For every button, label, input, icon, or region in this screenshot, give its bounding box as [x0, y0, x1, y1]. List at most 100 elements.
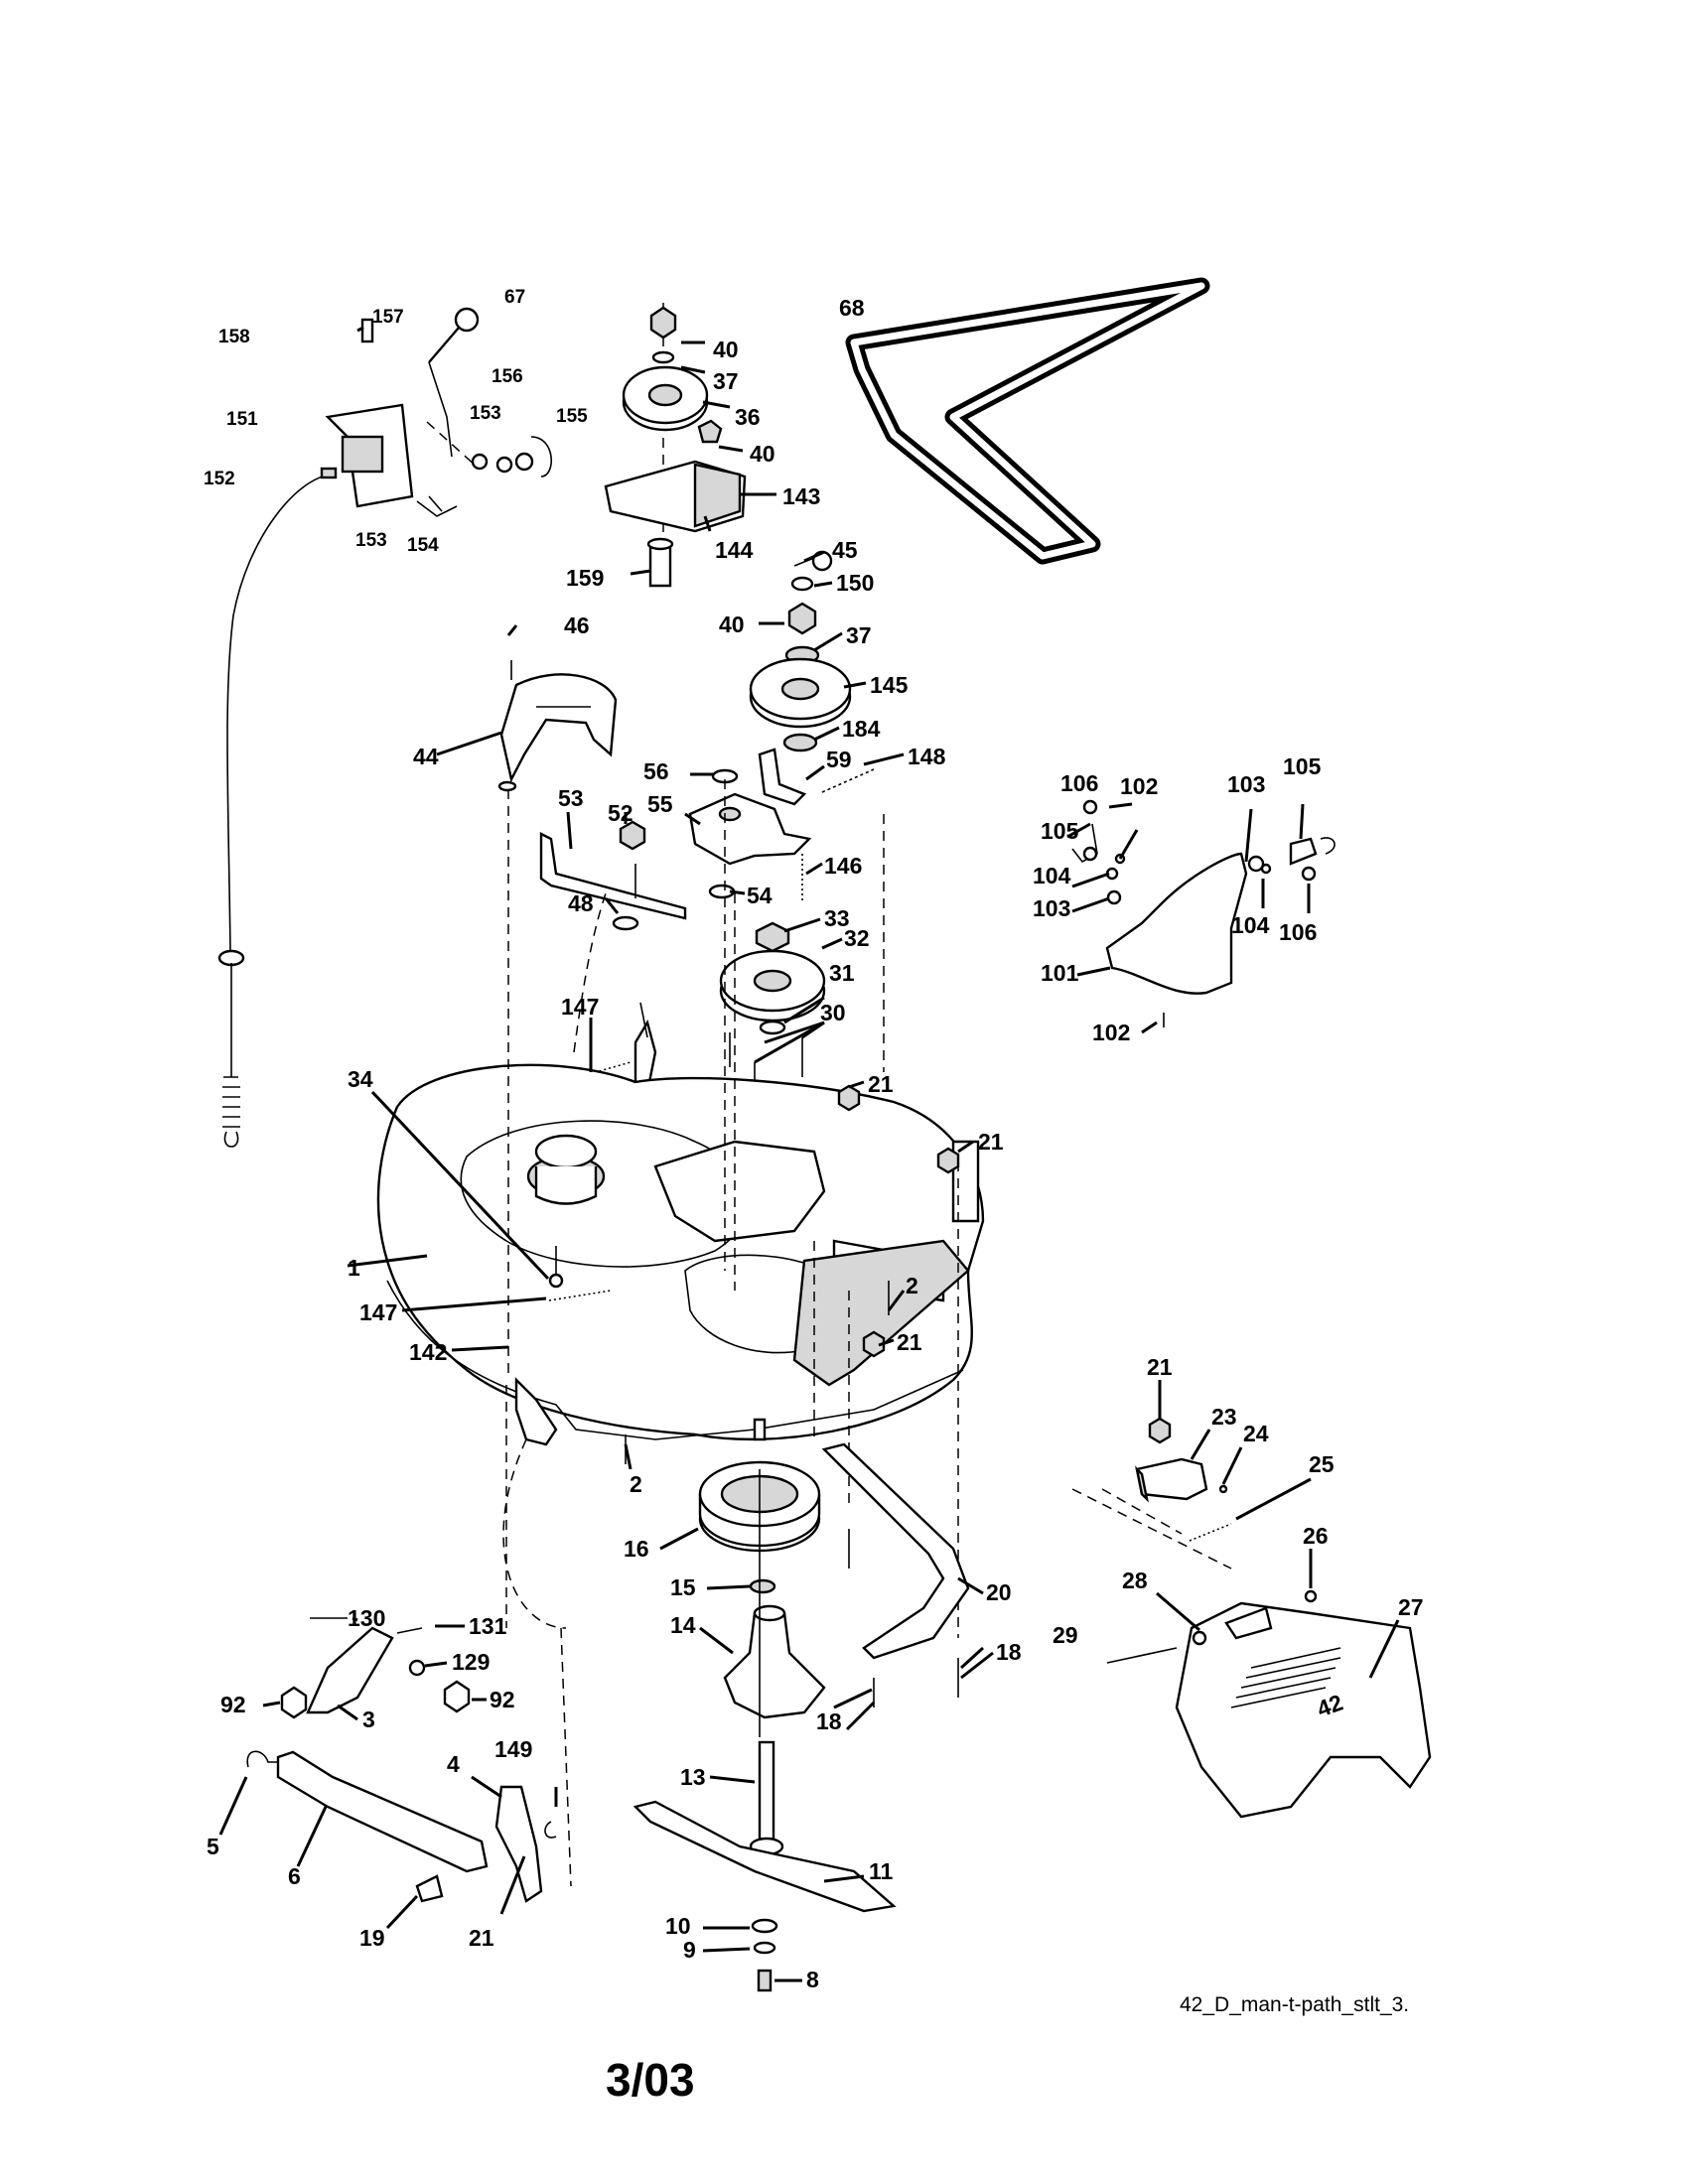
callout-19: 19 — [359, 1925, 385, 1951]
callout-55: 55 — [647, 791, 673, 817]
front-link-assembly — [246, 1617, 557, 1903]
callout-40-top: 40 — [713, 337, 739, 362]
callout-30: 30 — [820, 1000, 846, 1025]
callout-147-bottom: 147 — [359, 1299, 397, 1325]
control-cable — [217, 467, 338, 1148]
callout-28: 28 — [1122, 1568, 1148, 1593]
callout-154: 154 — [407, 535, 439, 556]
belt-guard — [497, 660, 618, 792]
lift-lever-assembly — [325, 307, 553, 517]
callout-146: 146 — [824, 853, 862, 879]
callout-40-mid: 40 — [750, 441, 775, 467]
callout-18-left: 18 — [816, 1708, 842, 1734]
callout-129: 129 — [452, 1649, 490, 1675]
idler-arm — [539, 820, 687, 931]
callout-92-right: 92 — [490, 1687, 515, 1712]
callout-131: 131 — [469, 1613, 507, 1639]
callout-34: 34 — [348, 1066, 373, 1092]
callout-44: 44 — [413, 744, 439, 769]
callout-21-deck-b: 21 — [978, 1129, 1004, 1155]
callout-145: 145 — [870, 672, 909, 698]
pulley-bracket — [688, 768, 812, 901]
callout-27: 27 — [1398, 1594, 1424, 1620]
callout-45: 45 — [832, 537, 858, 563]
callout-102-top: 102 — [1120, 773, 1158, 799]
callout-13: 13 — [680, 1764, 706, 1790]
callout-92-left: 92 — [220, 1692, 246, 1717]
tension-spring-lower — [548, 1246, 612, 1301]
callout-16: 16 — [624, 1536, 649, 1562]
callout-29: 29 — [1053, 1622, 1078, 1648]
callout-14: 14 — [670, 1612, 696, 1638]
callout-147-top: 147 — [561, 994, 599, 1020]
callout-labels: 158 157 67 156 153 155 151 152 153 154 4… — [204, 287, 1424, 1992]
chute-assembly: 42 — [1106, 1417, 1432, 1819]
callout-53: 53 — [558, 785, 584, 811]
leader-lines — [218, 326, 1400, 1982]
callout-21-link: 21 — [469, 1925, 494, 1951]
deck-support-bracket — [821, 1442, 970, 1707]
callout-103-right: 103 — [1227, 771, 1265, 797]
callout-23: 23 — [1211, 1404, 1237, 1430]
drive-belt — [845, 277, 1210, 565]
callout-5: 5 — [207, 1834, 219, 1859]
callout-54: 54 — [747, 883, 773, 908]
callout-21-deck-a: 21 — [868, 1071, 894, 1097]
callout-142: 142 — [409, 1339, 447, 1365]
callout-15: 15 — [670, 1574, 696, 1600]
callout-3: 3 — [362, 1706, 375, 1732]
callout-1: 1 — [348, 1255, 360, 1281]
callout-9: 9 — [683, 1937, 696, 1963]
callout-46: 46 — [564, 613, 590, 638]
callout-2-bottom: 2 — [630, 1471, 642, 1497]
callout-24: 24 — [1243, 1421, 1269, 1446]
callout-67: 67 — [504, 287, 525, 308]
callout-106-right: 106 — [1279, 919, 1317, 945]
callout-156: 156 — [492, 366, 523, 387]
callout-48: 48 — [568, 890, 594, 916]
callout-102-bottom: 102 — [1092, 1020, 1130, 1045]
callout-144: 144 — [715, 537, 754, 563]
callout-18-right: 18 — [996, 1639, 1022, 1665]
callout-153-bottom: 153 — [355, 530, 387, 551]
callout-159: 159 — [566, 565, 604, 591]
callout-11: 11 — [869, 1858, 894, 1884]
callout-52: 52 — [608, 800, 633, 826]
callout-37-right: 37 — [846, 622, 872, 648]
callout-155: 155 — [556, 406, 588, 427]
right-idler-stack — [749, 550, 875, 806]
callout-31: 31 — [829, 960, 855, 986]
callout-25: 25 — [1309, 1451, 1335, 1477]
callout-105-left: 105 — [1041, 818, 1079, 844]
callout-4: 4 — [447, 1751, 460, 1777]
callout-158: 158 — [218, 327, 250, 347]
callout-101: 101 — [1041, 960, 1079, 986]
spindle-assembly — [633, 1460, 897, 1992]
callout-157: 157 — [372, 307, 404, 328]
callout-184: 184 — [842, 716, 881, 742]
callout-130: 130 — [348, 1605, 385, 1631]
callout-36: 36 — [735, 404, 761, 430]
callout-104-right: 104 — [1231, 912, 1270, 938]
callout-21-deck-c: 21 — [897, 1329, 922, 1355]
revision-date: 3/03 — [606, 2054, 695, 2106]
drive-pulley — [719, 921, 826, 1107]
callout-106-left: 106 — [1060, 770, 1098, 796]
callout-148: 148 — [908, 744, 946, 769]
callout-153-top: 153 — [470, 403, 501, 424]
callout-149: 149 — [494, 1736, 532, 1762]
callout-26: 26 — [1303, 1523, 1329, 1549]
callout-33: 33 — [824, 905, 850, 931]
callout-104-left: 104 — [1033, 863, 1071, 888]
callout-151: 151 — [226, 409, 258, 430]
diagram-reference-code: 42_D_man-t-path_stlt_3. — [1180, 1993, 1410, 2016]
callout-21-chute: 21 — [1147, 1354, 1173, 1380]
callout-32: 32 — [844, 925, 870, 951]
deck-hardware — [514, 1084, 960, 1464]
callout-20: 20 — [986, 1579, 1012, 1605]
discharge-deflector — [1071, 799, 1336, 1027]
callout-6: 6 — [288, 1863, 301, 1889]
mower-deck — [376, 1063, 985, 1441]
callout-68: 68 — [839, 295, 865, 321]
